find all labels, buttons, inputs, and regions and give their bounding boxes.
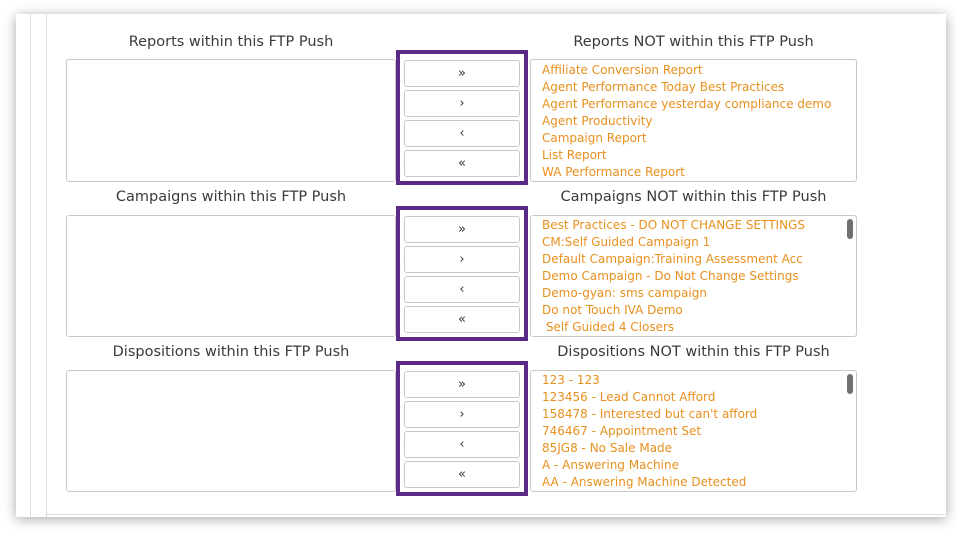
campaigns-move-buttons: » › ‹ « bbox=[396, 206, 528, 341]
dispositions-selected-heading: Dispositions within this FTP Push bbox=[112, 344, 350, 360]
reports-selected-list[interactable] bbox=[66, 59, 396, 182]
list-item[interactable]: 746467 - Appointment Set bbox=[542, 424, 702, 438]
list-item[interactable]: Affiliate Conversion Report bbox=[542, 63, 703, 77]
scrollbar-thumb[interactable] bbox=[847, 219, 853, 239]
dispositions-available-heading: Dispositions NOT within this FTP Push bbox=[557, 344, 830, 360]
list-item[interactable]: 123 - 123 bbox=[542, 373, 600, 387]
reports-available-heading: Reports NOT within this FTP Push bbox=[573, 34, 814, 50]
reports-selected-heading: Reports within this FTP Push bbox=[128, 34, 334, 50]
reports-available-list[interactable]: Affiliate Conversion Report Agent Perfor… bbox=[530, 59, 857, 182]
list-item[interactable]: Do not Touch IVA Demo bbox=[542, 303, 683, 317]
list-item[interactable]: A - Answering Machine bbox=[542, 458, 679, 472]
dispositions-add-button[interactable]: › bbox=[404, 401, 520, 428]
campaigns-available-heading: Campaigns NOT within this FTP Push bbox=[560, 189, 827, 205]
reports-add-button[interactable]: › bbox=[404, 90, 520, 117]
campaigns-add-button[interactable]: › bbox=[404, 246, 520, 273]
divider bbox=[46, 14, 47, 517]
list-item[interactable]: Agent Performance yesterday compliance d… bbox=[542, 97, 832, 111]
list-item[interactable]: CM:Self Guided Campaign 1 bbox=[542, 235, 711, 249]
dispositions-available-list[interactable]: 123 - 123 123456 - Lead Cannot Afford 15… bbox=[530, 370, 857, 492]
campaigns-selected-heading: Campaigns within this FTP Push bbox=[115, 189, 347, 205]
list-item[interactable]: Best Practices - DO NOT CHANGE SETTINGS bbox=[542, 218, 805, 232]
reports-add-all-button[interactable]: » bbox=[404, 60, 520, 87]
list-item[interactable]: List Report bbox=[542, 148, 607, 162]
divider bbox=[30, 14, 31, 517]
list-item[interactable]: 123456 - Lead Cannot Afford bbox=[542, 390, 716, 404]
campaigns-available-list[interactable]: Best Practices - DO NOT CHANGE SETTINGS … bbox=[530, 215, 857, 337]
dispositions-add-all-button[interactable]: » bbox=[404, 371, 520, 398]
list-item[interactable]: AA - Answering Machine Detected bbox=[542, 475, 747, 489]
scrollbar-thumb[interactable] bbox=[847, 374, 853, 394]
dispositions-remove-button[interactable]: ‹ bbox=[404, 431, 520, 458]
list-item[interactable]: Campaign Report bbox=[542, 131, 647, 145]
list-item[interactable]: Agent Productivity bbox=[542, 114, 653, 128]
list-item[interactable]: WA Performance Report bbox=[542, 165, 685, 179]
reports-move-buttons: » › ‹ « bbox=[396, 50, 528, 185]
list-item[interactable]: 85JG8 - No Sale Made bbox=[542, 441, 673, 455]
dispositions-remove-all-button[interactable]: « bbox=[404, 461, 520, 488]
list-item[interactable]: Self Guided 4 Closers bbox=[542, 320, 675, 334]
dispositions-move-buttons: » › ‹ « bbox=[396, 361, 528, 496]
dispositions-selected-list[interactable] bbox=[66, 370, 396, 492]
reports-remove-all-button[interactable]: « bbox=[404, 150, 520, 177]
list-item[interactable]: Agent Performance Today Best Practices bbox=[542, 80, 785, 94]
list-item[interactable]: Demo-gyan: sms campaign bbox=[542, 286, 707, 300]
campaigns-remove-button[interactable]: ‹ bbox=[404, 276, 520, 303]
list-item[interactable]: 158478 - Interested but can't afford bbox=[542, 407, 758, 421]
list-item[interactable]: Default Campaign:Training Assessment Acc bbox=[542, 252, 803, 266]
divider bbox=[46, 514, 946, 515]
campaigns-remove-all-button[interactable]: « bbox=[404, 306, 520, 333]
reports-remove-button[interactable]: ‹ bbox=[404, 120, 520, 147]
list-item[interactable]: Demo Campaign - Do Not Change Settings bbox=[542, 269, 799, 283]
campaigns-add-all-button[interactable]: » bbox=[404, 216, 520, 243]
campaigns-selected-list[interactable] bbox=[66, 215, 396, 337]
